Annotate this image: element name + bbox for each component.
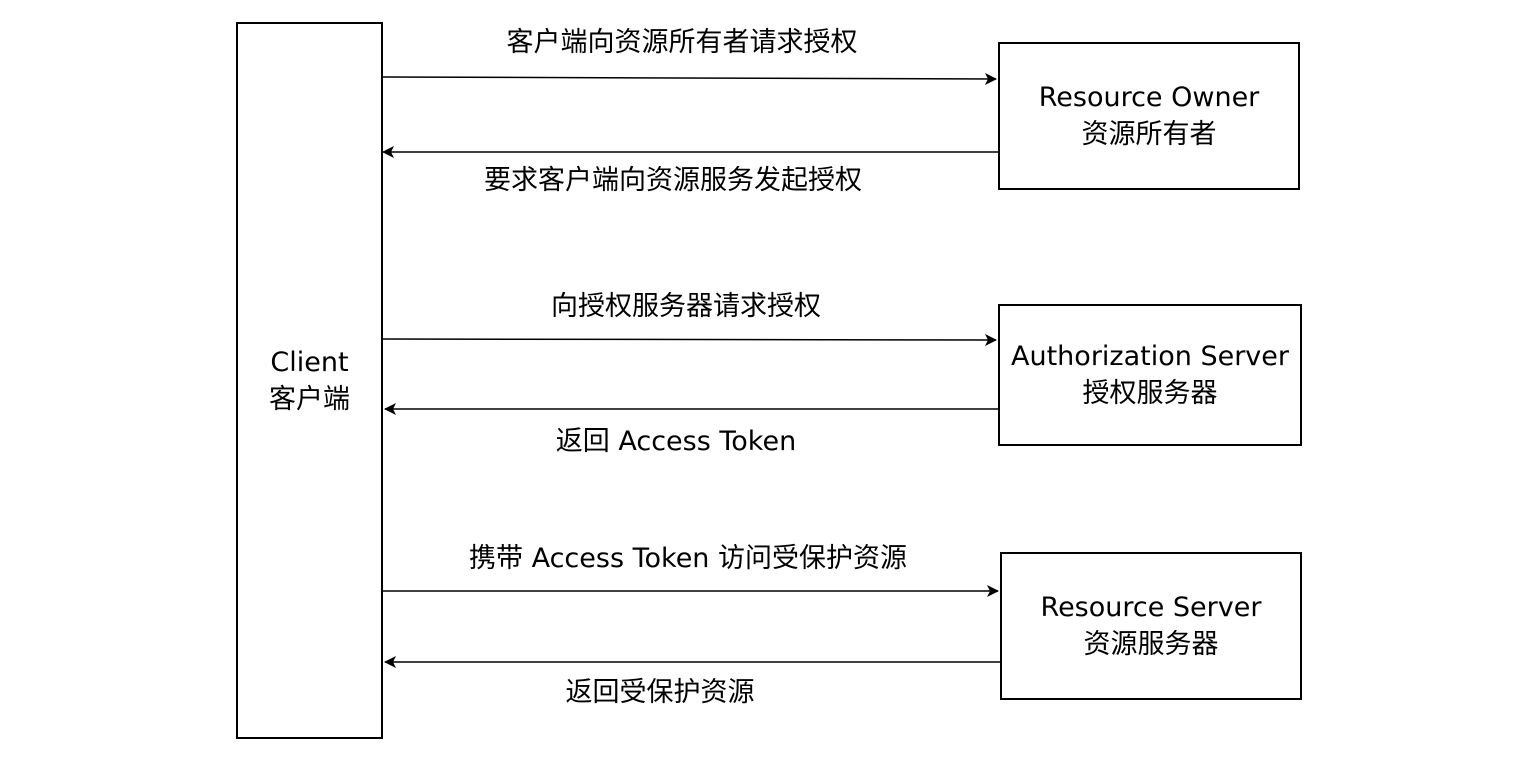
client-box: Client 客户端 bbox=[236, 22, 383, 739]
arrow-client-to-owner bbox=[382, 72, 997, 85]
client-name-cn: 客户端 bbox=[269, 383, 350, 415]
flow-label-request-auth-server: 向授权服务器请求授权 bbox=[551, 291, 821, 322]
resource-owner-box: Resource Owner 资源所有者 bbox=[998, 42, 1300, 190]
client-name: Client bbox=[270, 346, 349, 378]
authorization-server-name: Authorization Server bbox=[1011, 341, 1289, 372]
resource-server-name-cn: 资源服务器 bbox=[1083, 629, 1219, 660]
flow-label-owner-response: 要求客户端向资源服务发起授权 bbox=[484, 165, 862, 196]
resource-owner-name: Resource Owner bbox=[1038, 82, 1260, 113]
flow-label-request-owner: 客户端向资源所有者请求授权 bbox=[506, 27, 858, 58]
flow-label-return-token: 返回 Access Token bbox=[555, 426, 797, 457]
flow-label-access-resource: 携带 Access Token 访问受保护资源 bbox=[469, 543, 907, 574]
arrow-client-to-auth bbox=[382, 333, 997, 346]
flow-label-return-resource: 返回受保护资源 bbox=[565, 677, 755, 708]
authorization-server-name-cn: 授权服务器 bbox=[1082, 378, 1218, 409]
resource-server-name: Resource Server bbox=[1040, 592, 1262, 623]
resource-owner-name-cn: 资源所有者 bbox=[1081, 119, 1217, 150]
authorization-server-box: Authorization Server 授权服务器 bbox=[998, 304, 1302, 446]
resource-server-box: Resource Server 资源服务器 bbox=[1000, 552, 1302, 700]
